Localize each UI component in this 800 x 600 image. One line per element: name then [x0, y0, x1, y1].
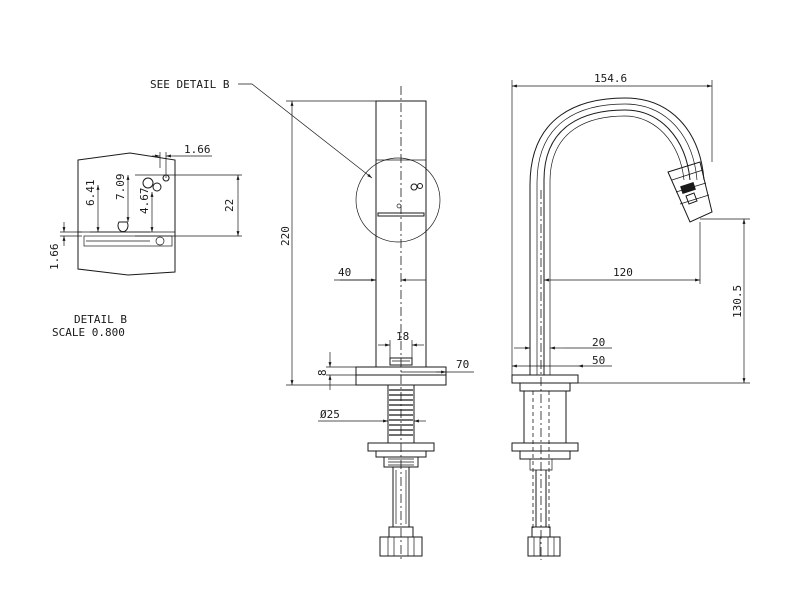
dim-detail-hole-2: 6.41	[84, 180, 97, 207]
dim-side-spout-reach: 120	[613, 266, 633, 279]
dim-detail-hole-1: 7.09	[114, 174, 127, 201]
dim-detail-height: 22	[223, 199, 236, 212]
dim-front-overall-height: 220	[279, 226, 292, 246]
dim-front-thread-dia: Ø25	[320, 408, 340, 421]
dim-front-base-width: 70	[456, 358, 469, 371]
dim-front-base-height: 8	[316, 369, 329, 376]
dim-detail-bottom-offset: 1.66	[48, 244, 61, 271]
dim-side-overall-reach: 154.6	[594, 72, 627, 85]
dim-detail-top-offset: 1.66	[184, 143, 211, 156]
dim-side-spout-height: 130.5	[731, 285, 744, 318]
dim-detail-hole-3: 4.67	[138, 188, 151, 215]
thread-hatch	[389, 389, 413, 436]
detail-b-view	[60, 152, 242, 276]
callout-see-detail-b: SEE DETAIL B	[150, 78, 230, 91]
dim-side-base-width: 50	[592, 354, 605, 367]
dim-side-tube-dia: 20	[592, 336, 605, 349]
dim-front-body-width: 40	[338, 266, 351, 279]
front-view	[238, 83, 474, 560]
detail-b-scale: SCALE 0.800	[52, 326, 125, 339]
dim-front-sensor-width: 18	[396, 330, 409, 343]
side-view	[511, 80, 750, 560]
detail-b-title: DETAIL B	[74, 313, 127, 326]
